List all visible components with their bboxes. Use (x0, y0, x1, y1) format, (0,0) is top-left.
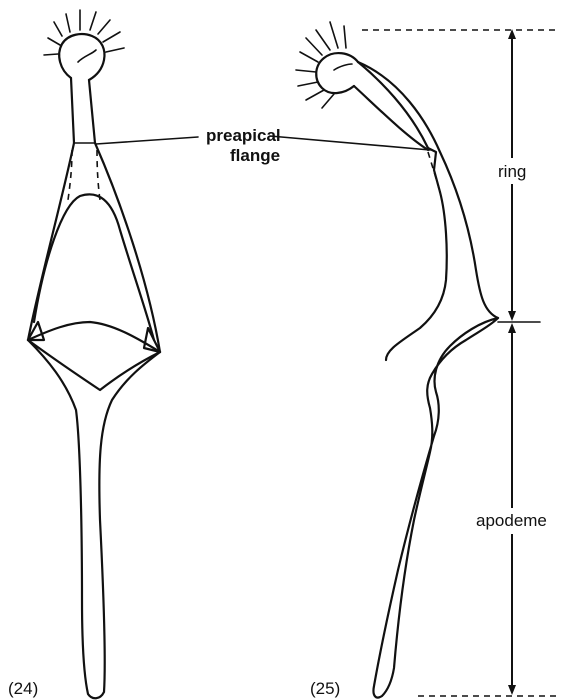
leader-to-fig24 (96, 137, 198, 144)
figure-24-apodeme (28, 340, 160, 698)
figure-25-ring-outer (358, 62, 498, 318)
figure-24-label: (24) (8, 679, 38, 698)
figure-25-setae (296, 22, 346, 108)
figure-25-apodeme (373, 318, 498, 698)
figure-24-drawing (28, 10, 160, 698)
apodeme-label: apodeme (476, 511, 547, 530)
figure-24-knob-inner (78, 50, 96, 62)
figure-25-apical-knob (316, 53, 358, 93)
figure-25-ring-inner (386, 192, 447, 360)
figure-24-apical-knob (59, 34, 104, 80)
figure-24-diamond (28, 322, 160, 390)
figure-24-stalk (71, 78, 95, 143)
flange-label: flange (230, 146, 280, 165)
figure-24-ring-outer (28, 143, 160, 352)
figure-25-label: (25) (310, 679, 340, 698)
figure-25-drawing (296, 22, 498, 698)
figure-24-ring-inner (34, 194, 154, 340)
figure-25-knob-inner (334, 64, 352, 70)
figure-25-stalk (354, 62, 428, 150)
ring-label: ring (498, 162, 526, 181)
leader-to-fig25 (270, 136, 430, 150)
figure-24-setae (44, 10, 124, 55)
preapical-label: preapical (206, 126, 281, 145)
figure-24-flange-dashed (68, 150, 100, 200)
